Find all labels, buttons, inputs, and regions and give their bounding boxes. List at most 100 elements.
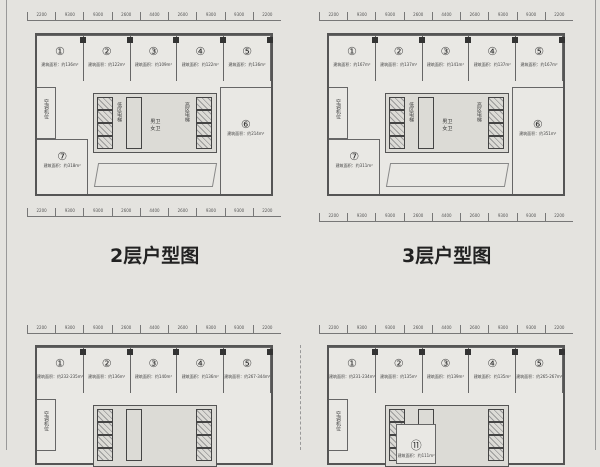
dimension-label: 4400 bbox=[431, 213, 460, 221]
elevator-shaft bbox=[97, 409, 114, 422]
unit-area: 建筑面积：约137m² bbox=[376, 62, 422, 68]
dimension-label: 9300 bbox=[375, 325, 403, 333]
unit-number: ⑥ bbox=[532, 118, 543, 131]
column bbox=[465, 349, 472, 355]
dimension-label: 9300 bbox=[55, 208, 83, 216]
unit-number: ⑤ bbox=[534, 45, 545, 58]
elevator-shaft bbox=[389, 110, 406, 123]
unit-number: ④ bbox=[487, 45, 498, 58]
divider bbox=[300, 345, 301, 450]
elevator-shaft bbox=[418, 97, 435, 149]
unit-area: 建筑面积：约135m² bbox=[376, 374, 422, 380]
area-label: 建筑面积：约 bbox=[224, 374, 249, 379]
elevator-shaft bbox=[97, 422, 114, 435]
area-value: 122m² bbox=[205, 62, 219, 67]
dimension-label: 2200 bbox=[27, 208, 55, 216]
area-value: 137m² bbox=[404, 62, 418, 67]
area-label: 建筑面积：约 bbox=[519, 131, 544, 136]
dimension-label: 4400 bbox=[139, 208, 168, 216]
dimension-label: 9300 bbox=[488, 325, 516, 333]
dimension-label: 9300 bbox=[516, 12, 545, 20]
atrium-void bbox=[93, 163, 217, 187]
dimension-label: 9300 bbox=[83, 12, 111, 20]
area-value: 141m² bbox=[450, 62, 465, 67]
area-value: 167m² bbox=[357, 62, 371, 67]
unit-number: ⑤ bbox=[242, 45, 253, 58]
unit-area: 建筑面积：约267-344m² bbox=[224, 374, 270, 380]
unit-area: 建筑面积：约167m² bbox=[516, 62, 562, 68]
elevator-shaft bbox=[389, 136, 406, 149]
dimension-label: 9300 bbox=[224, 208, 253, 216]
dimension-label: 2200 bbox=[544, 12, 573, 20]
shaft-room bbox=[37, 399, 56, 451]
building-core bbox=[93, 405, 217, 467]
unit-area: 建筑面积：约135m² bbox=[469, 374, 515, 380]
high-zone-elevator-label: 高区电梯 bbox=[183, 102, 190, 122]
area-value: 122m² bbox=[112, 62, 126, 67]
dimension-label: 2200 bbox=[252, 12, 281, 20]
unit-room: ② 建筑面积：约137m² bbox=[376, 35, 423, 81]
dimension-label: 4400 bbox=[431, 12, 460, 20]
unit-number: ② bbox=[393, 45, 404, 58]
elevator-shaft bbox=[487, 110, 504, 123]
ac-shaft-label: 空调机位 bbox=[43, 411, 49, 431]
column bbox=[220, 37, 227, 43]
dimension-label: 2200 bbox=[27, 325, 55, 333]
dimension-label: 2200 bbox=[252, 325, 281, 333]
unit-area: 建筑面积：约167m² bbox=[329, 62, 375, 68]
column bbox=[418, 349, 425, 355]
area-value: 318m² bbox=[67, 163, 81, 168]
dimension-label: 2600 bbox=[460, 12, 488, 20]
dimension-label: 2200 bbox=[319, 12, 347, 20]
building-core: 男卫 女卫低区电梯高区电梯 bbox=[93, 93, 217, 153]
area-label: 建筑面积：约 bbox=[426, 374, 451, 379]
unit-area: 建筑面积：约136m² bbox=[224, 62, 270, 68]
area-label: 建筑面积：约 bbox=[41, 62, 66, 67]
area-value: 136m² bbox=[112, 374, 126, 379]
column bbox=[371, 37, 378, 43]
dimension-label: 4400 bbox=[139, 325, 168, 333]
dimension-label: 9300 bbox=[224, 325, 253, 333]
area-value: 135m² bbox=[404, 374, 418, 379]
elevator-shaft bbox=[487, 435, 504, 448]
area-value: 351m² bbox=[543, 131, 557, 136]
restroom-label: 男卫 女卫 bbox=[442, 119, 453, 132]
unit-number: ④ bbox=[195, 45, 206, 58]
elevator-shaft bbox=[195, 136, 212, 149]
elevator-shaft bbox=[389, 97, 406, 110]
column bbox=[371, 349, 378, 355]
corridor-line bbox=[37, 35, 271, 36]
column bbox=[512, 349, 519, 355]
unit-room: ⑤ 建筑面积：约136m² bbox=[224, 35, 271, 81]
unit-area: 建筑面积：约109m² bbox=[131, 62, 177, 68]
area-value: 265-267m² bbox=[540, 374, 563, 379]
area-value: 267-344m² bbox=[248, 374, 271, 379]
dimension-label: 2600 bbox=[111, 325, 140, 333]
elevator-shaft bbox=[487, 422, 504, 435]
unit-number: ④ bbox=[195, 357, 206, 370]
unit-area: 建筑面积：约122m² bbox=[84, 62, 130, 68]
unit-area: 建筑面积：约265-267m² bbox=[516, 374, 562, 380]
elevator-shaft bbox=[97, 136, 114, 149]
column bbox=[465, 37, 472, 43]
area-value: 139m² bbox=[450, 374, 465, 379]
ac-shaft-label: 空调机位 bbox=[335, 99, 341, 119]
area-label: 建筑面积：约 bbox=[516, 374, 541, 379]
area-value: 111m² bbox=[421, 453, 435, 458]
dimension-label: 2200 bbox=[319, 213, 347, 221]
dimension-label: 2200 bbox=[544, 213, 573, 221]
unit-number: ⑦ bbox=[57, 150, 68, 163]
